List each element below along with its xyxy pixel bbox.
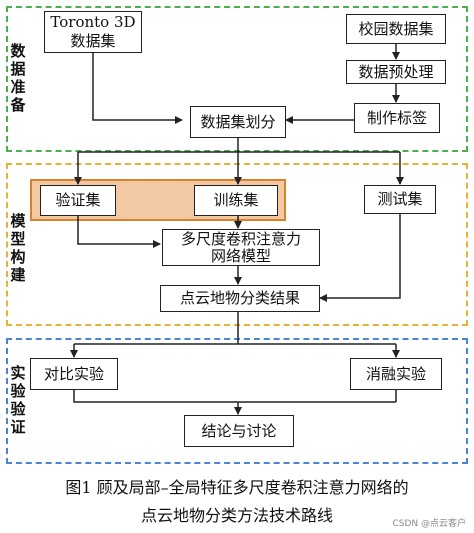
experiment-section [6,338,468,464]
node-test: 测试集 [364,185,436,214]
experiment-label: 实验验证 [10,364,26,436]
node-ablation: 消融实验 [350,358,442,390]
model-build-label: 模型构建 [10,212,26,284]
watermark: CSDN @点云客户 [392,519,466,529]
data-prep-label: 数据准备 [10,42,26,114]
exp-merge [73,390,396,403]
model-build-section [6,163,468,326]
data-prep-section [6,6,468,152]
node-preprocess: 数据预处理 [346,60,446,84]
arrow-test-classify [319,214,401,302]
arrow-toronto-split [92,53,183,124]
node-conclusion: 结论与讨论 [184,415,294,447]
node-split: 数据集划分 [190,106,286,138]
node-model: 多尺度卷积注意力 网络模型 [162,229,320,266]
node-validation: 验证集 [40,185,116,216]
node-training: 训练集 [194,185,278,216]
node-classify: 点云地物分类结果 [160,285,320,312]
node-campus: 校园数据集 [346,14,446,44]
node-labeling: 制作标签 [354,103,440,133]
figure-caption-line2: 点云地物分类方法技术路线 [140,506,333,525]
figure-caption-line1: 图1 顾及局部–全局特征多尺度卷积注意力网络的 [65,478,409,497]
node-toronto: Toronto 3D 数据集 [44,11,142,53]
arrow-validation-model [77,216,161,248]
node-comparison: 对比实验 [30,358,118,390]
